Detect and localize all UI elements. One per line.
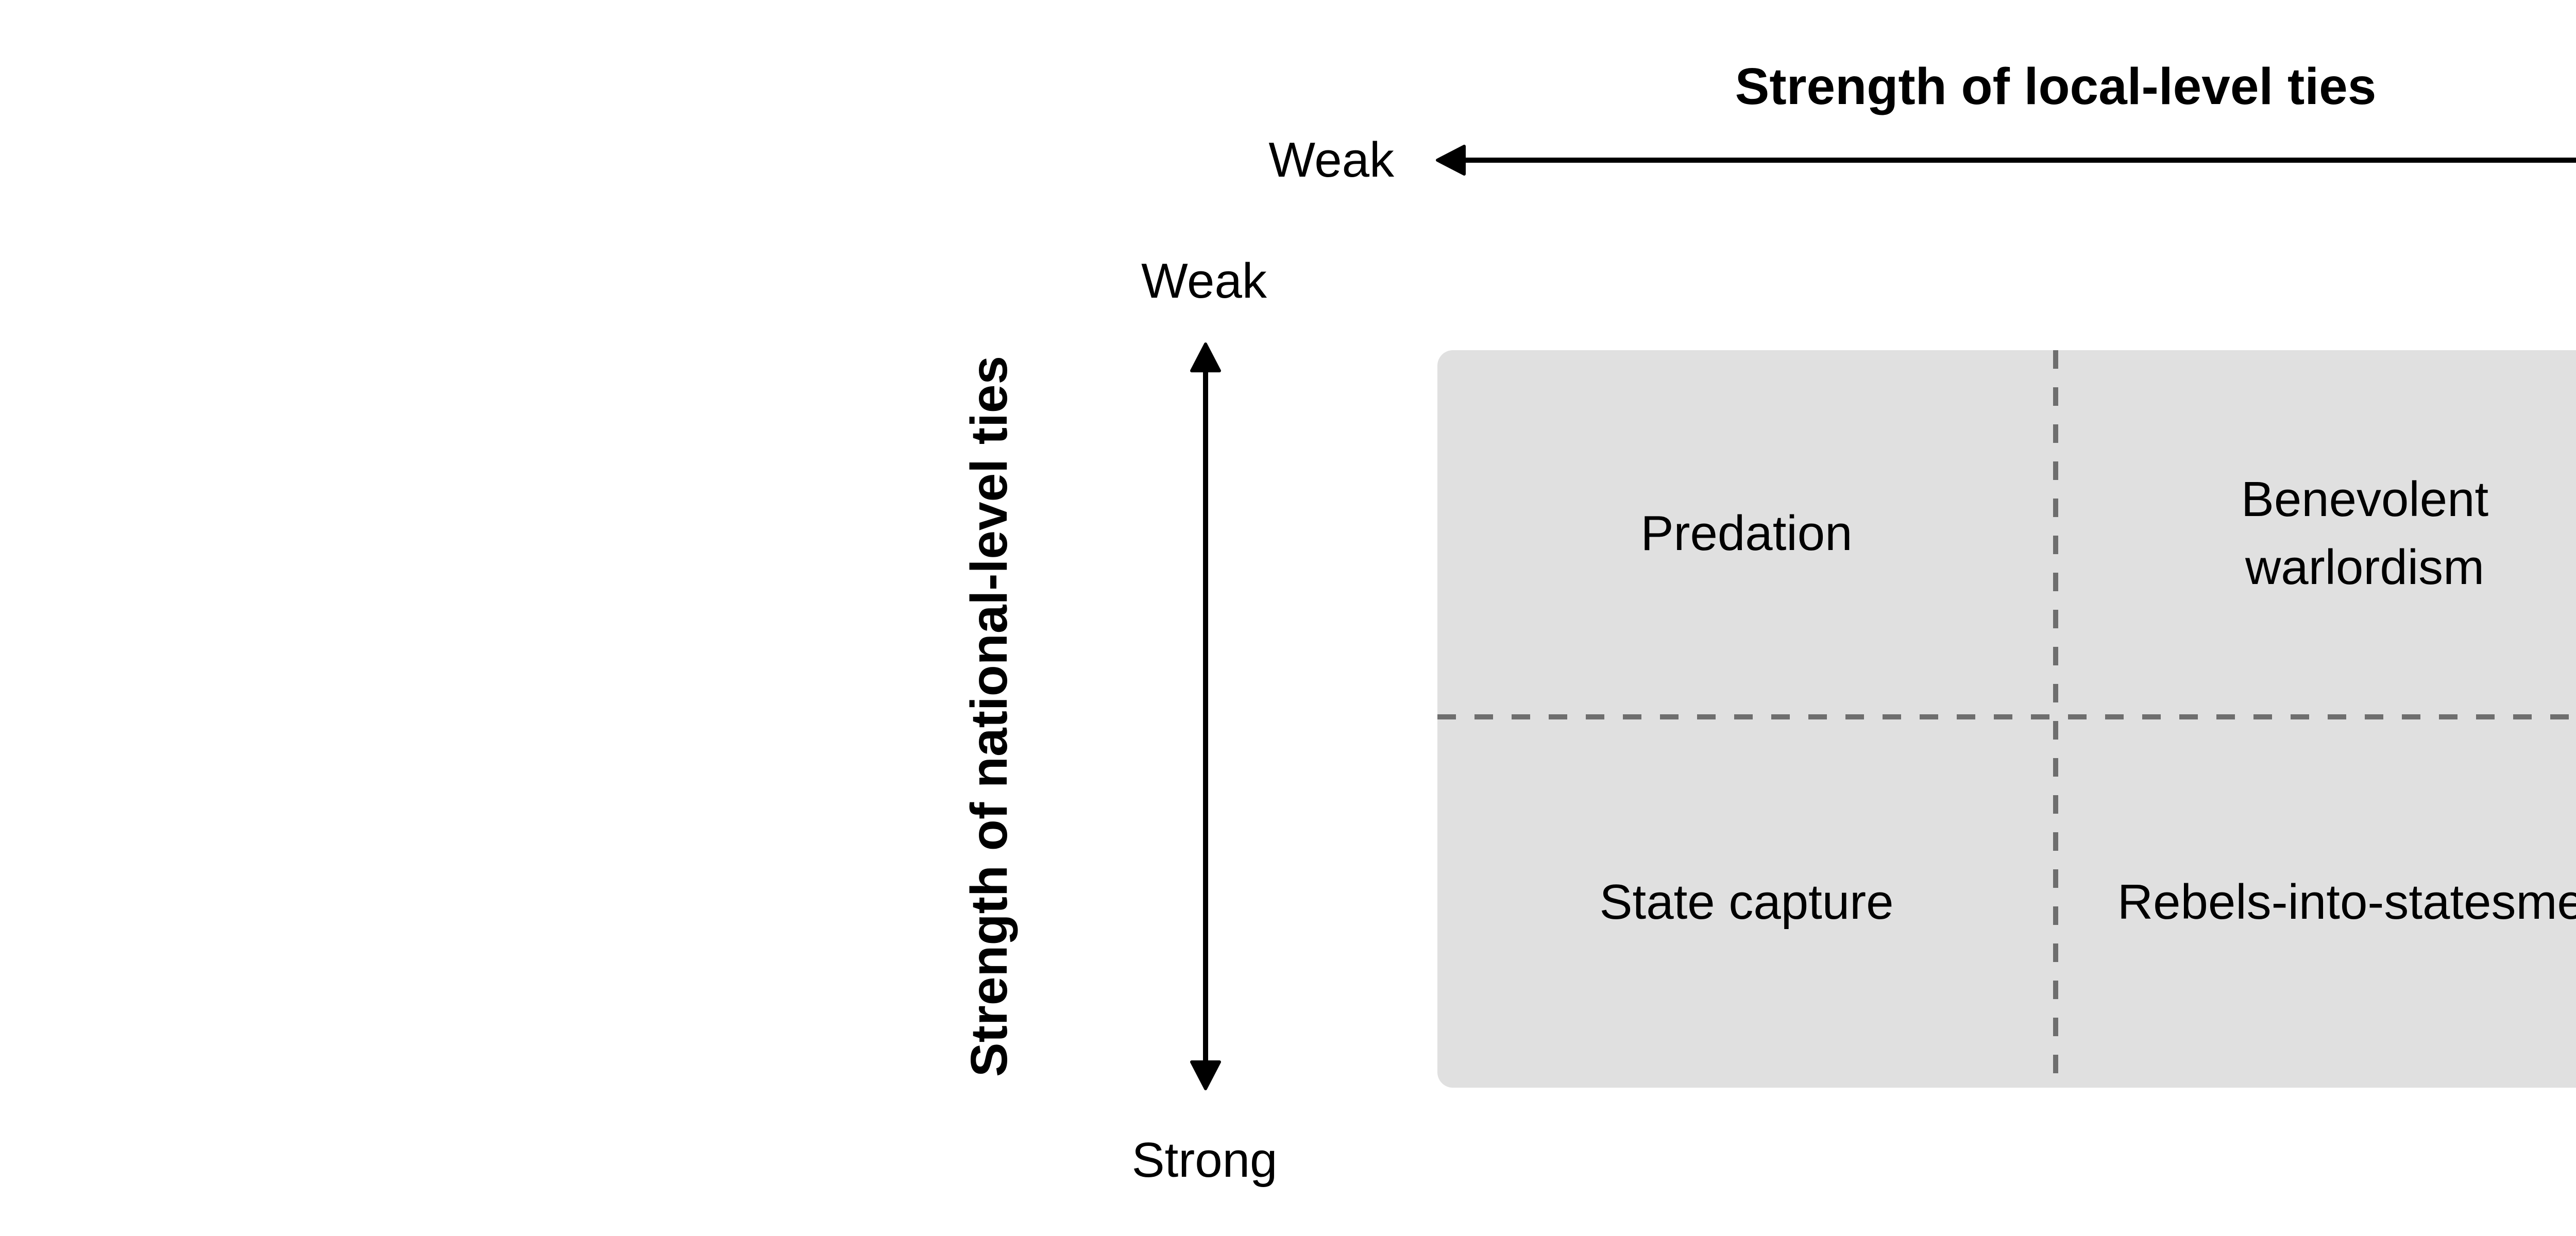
y-axis-weak-label: Weak — [1141, 253, 1267, 308]
y-axis-strong-label: Strong — [1131, 1132, 1278, 1188]
vertical-dashed-divider — [2053, 350, 2058, 1088]
x-axis-title: Strength of local-level ties — [1735, 58, 2377, 115]
quadrant-label-state-capture: State capture — [1599, 874, 1894, 930]
y-axis-double-arrow-icon — [1190, 342, 1221, 1090]
x-axis-double-arrow-icon — [1436, 145, 2576, 176]
quadrant-label-benevolent-warlordism: Benevolent warlordism — [2241, 472, 2489, 595]
y-axis-title-text: Strength of national-level ties — [960, 355, 1018, 1077]
quadrant-label-rebels-into-statesmen: Rebels-into-statesmen — [2117, 874, 2576, 930]
quadrant-label-predation: Predation — [1640, 506, 1853, 561]
x-axis-weak-label: Weak — [1268, 132, 1394, 187]
